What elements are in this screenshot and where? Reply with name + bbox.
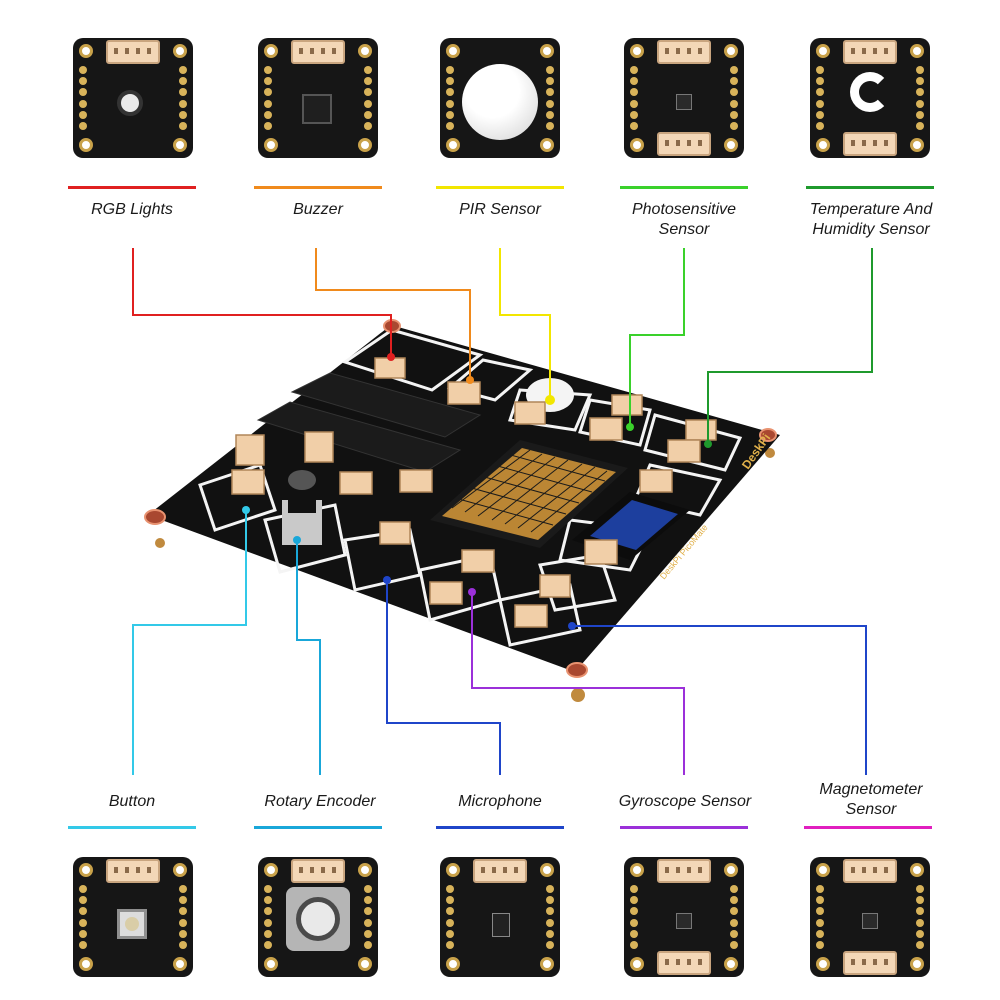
label-photosensitive-sensor: Photosensitive Sensor — [610, 200, 758, 240]
wire-microphone — [386, 580, 501, 775]
label-button: Button — [108, 793, 156, 810]
underline-pir-sensor — [436, 186, 564, 189]
underline-gyroscope-sensor — [620, 826, 748, 829]
label-buzzer: Buzzer — [293, 201, 343, 218]
module-photosensitive-sensor — [624, 38, 744, 158]
grove-connector — [473, 859, 527, 883]
underline-rotary-encoder — [254, 826, 382, 829]
gyroscope-icon — [676, 913, 692, 929]
mounting-nuts — [144, 319, 777, 678]
module-rotary-encoder — [258, 857, 378, 977]
module-pir-sensor — [440, 38, 560, 158]
grove-connector — [843, 40, 897, 64]
underline-button — [68, 826, 196, 829]
module-buzzer — [258, 38, 378, 158]
wire-photosensitive — [629, 248, 685, 427]
label-pir-sensor: PIR Sensor — [459, 201, 541, 218]
wire-rotary-encoder — [296, 540, 321, 775]
grove-connector — [657, 132, 711, 156]
label-temperature-humidity-sensor: Temperature And Humidity Sensor — [796, 200, 946, 240]
underline-microphone — [436, 826, 564, 829]
label-temp-line2: Humidity Sensor — [812, 221, 930, 238]
module-magnetometer-sensor — [810, 857, 930, 977]
grove-connector — [106, 40, 160, 64]
grove-connector — [657, 40, 711, 64]
underline-rgb-lights — [68, 186, 196, 189]
module-microphone — [440, 857, 560, 977]
module-gyroscope-sensor — [624, 857, 744, 977]
pir-lens-icon — [462, 64, 538, 140]
microphone-icon — [492, 913, 510, 937]
underline-photosensitive-sensor — [620, 186, 748, 189]
grove-connector — [291, 859, 345, 883]
grove-connector — [106, 859, 160, 883]
oled-screen — [590, 500, 678, 550]
wire-gyroscope — [471, 592, 685, 775]
underline-temperature-humidity-sensor — [806, 186, 934, 189]
wire-temp-humidity — [707, 248, 873, 444]
grove-connector — [843, 132, 897, 156]
push-button-icon — [117, 909, 147, 939]
wire-buzzer — [315, 248, 471, 378]
buzzer-icon — [302, 94, 332, 124]
label-magnetometer-sensor: Magnetometer Sensor — [796, 780, 946, 820]
board-connectors — [231, 357, 717, 628]
grove-connector — [657, 859, 711, 883]
wire-magnetometer — [572, 625, 867, 775]
underline-buzzer — [254, 186, 382, 189]
label-gyroscope-sensor: Gyroscope Sensor — [618, 793, 752, 810]
label-temp-line1: Temperature And — [809, 201, 933, 218]
prototype-grid — [451, 449, 608, 533]
module-button — [73, 857, 193, 977]
light-sensor-icon — [676, 94, 692, 110]
wire-button — [132, 510, 247, 775]
module-temperature-humidity-sensor — [810, 38, 930, 158]
label-microphone: Microphone — [458, 793, 542, 810]
wire-pir-sensor — [499, 248, 551, 400]
encoder-knob-icon — [286, 887, 350, 951]
grove-connector — [843, 859, 897, 883]
label-rgb-lights: RGB Lights — [91, 201, 173, 218]
label-photosensitive-line1: Photosensitive — [631, 201, 737, 218]
grove-connector — [843, 951, 897, 975]
pin-header-top — [290, 372, 482, 438]
magnet-icon — [862, 913, 878, 929]
pin-header-bottom — [256, 401, 462, 473]
label-photosensitive-line2: Sensor — [658, 221, 710, 238]
grove-connector — [657, 951, 711, 975]
label-rotary-encoder: Rotary Encoder — [264, 793, 376, 810]
grove-connector — [291, 40, 345, 64]
label-mag-line1: Magnetometer — [819, 781, 923, 798]
label-mag-line2: Sensor — [845, 801, 897, 818]
thermometer-icon — [850, 72, 890, 112]
wire-rgb-lights — [132, 248, 392, 355]
rgb-led-icon — [117, 90, 143, 116]
module-rgb-lights — [73, 38, 193, 158]
underline-magnetometer-sensor — [804, 826, 932, 829]
